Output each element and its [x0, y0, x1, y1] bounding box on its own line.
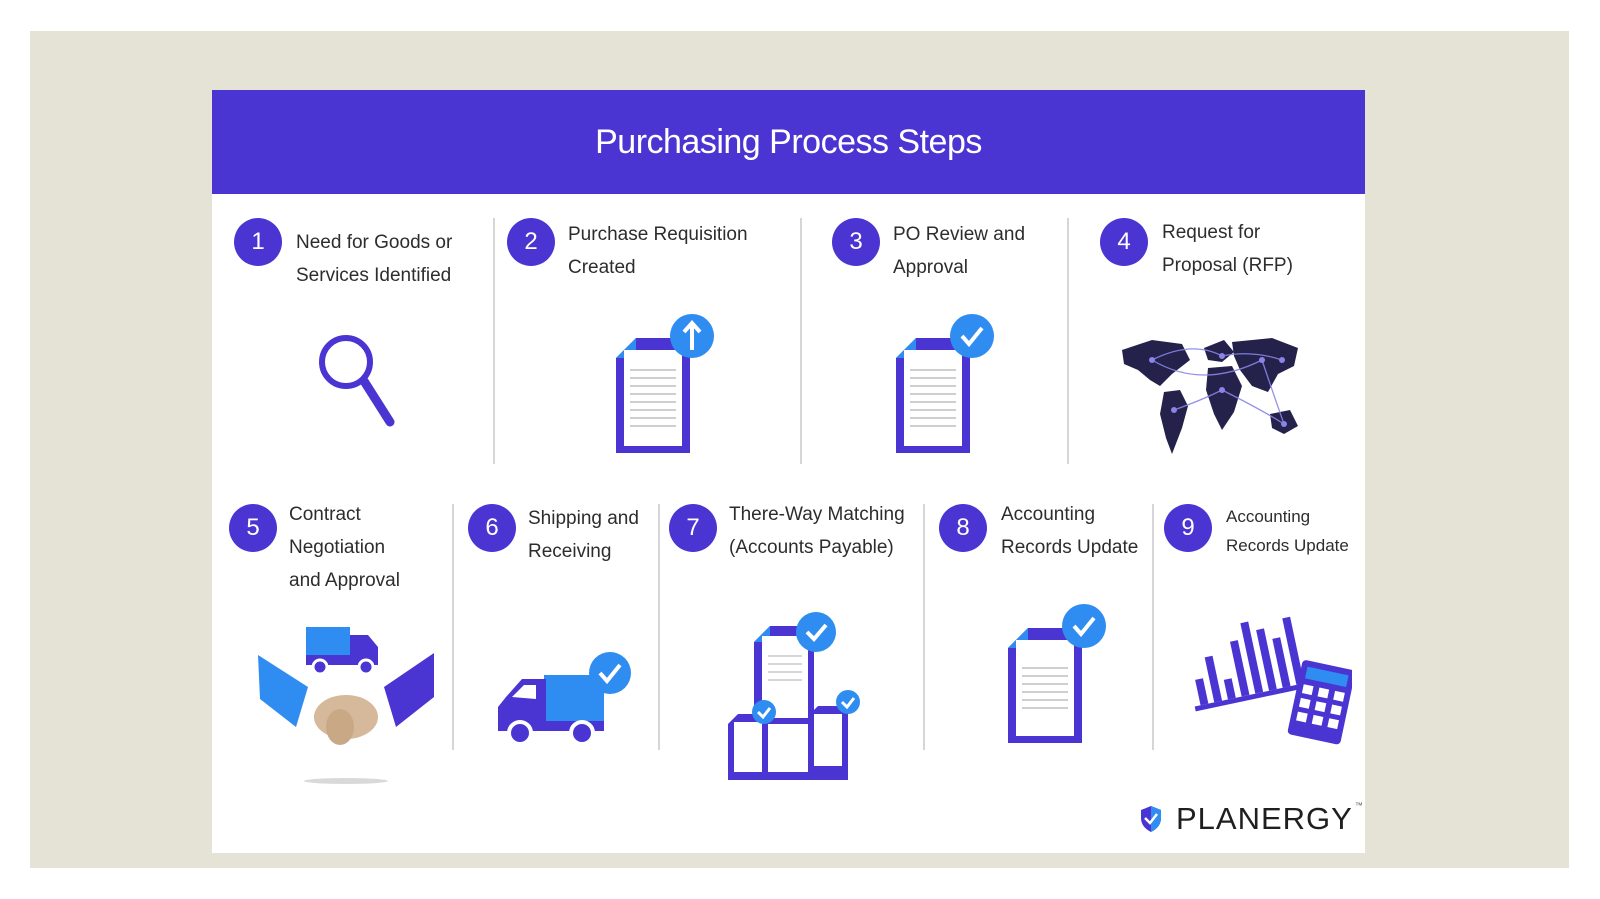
step-number-badge: 3: [832, 218, 880, 266]
magnifier-icon: [319, 335, 395, 427]
shield-logo-icon: [1141, 806, 1161, 832]
column-divider: [1152, 504, 1154, 750]
page-frame: Purchasing Process Steps 1 Need for Good…: [30, 31, 1569, 868]
column-divider: [1067, 218, 1069, 464]
document-upload-icon: [616, 314, 714, 453]
step-label: Accounting Records Update: [1226, 507, 1349, 555]
column-divider: [658, 504, 660, 750]
bar-chart-calculator-icon: [1194, 616, 1352, 745]
document-check-icon: [896, 314, 994, 453]
world-map-icon: [1122, 338, 1298, 454]
column-divider: [493, 218, 495, 464]
step-label: Shipping and Receiving: [528, 508, 639, 562]
column-divider: [923, 504, 925, 750]
step-label: Contract Negotiation and Approval: [289, 504, 400, 591]
handshake-truck-icon: [258, 627, 434, 784]
step-label: Need for Goods or Services Identified: [296, 232, 453, 286]
column-divider: [452, 504, 454, 750]
step-label: Purchase Requisition Created: [568, 224, 748, 278]
step-label: PO Review and Approval: [893, 224, 1026, 278]
step-number-badge: 2: [507, 218, 555, 266]
step-label: Accounting Records Update: [1001, 504, 1139, 558]
truck-check-icon: [498, 652, 631, 746]
three-documents-check-icon: [728, 612, 860, 780]
step-number-badge: 4: [1100, 218, 1148, 266]
infographic-title: Purchasing Process Steps: [595, 122, 982, 161]
step-number-badge: 8: [939, 504, 987, 552]
step-number-badge: 5: [229, 504, 277, 552]
document-check-icon: [1008, 604, 1106, 743]
step-number-badge: 9: [1164, 504, 1212, 552]
column-divider: [800, 218, 802, 464]
step-label: Request for Proposal (RFP): [1162, 222, 1293, 276]
step-label: There-Way Matching (Accounts Payable): [729, 504, 905, 558]
step-number-badge: 7: [669, 504, 717, 552]
infographic-card: Purchasing Process Steps 1 Need for Good…: [212, 90, 1365, 853]
step-number-badge: 1: [234, 218, 282, 266]
title-banner: Purchasing Process Steps: [212, 90, 1365, 194]
step-number-badge: 6: [468, 504, 516, 552]
